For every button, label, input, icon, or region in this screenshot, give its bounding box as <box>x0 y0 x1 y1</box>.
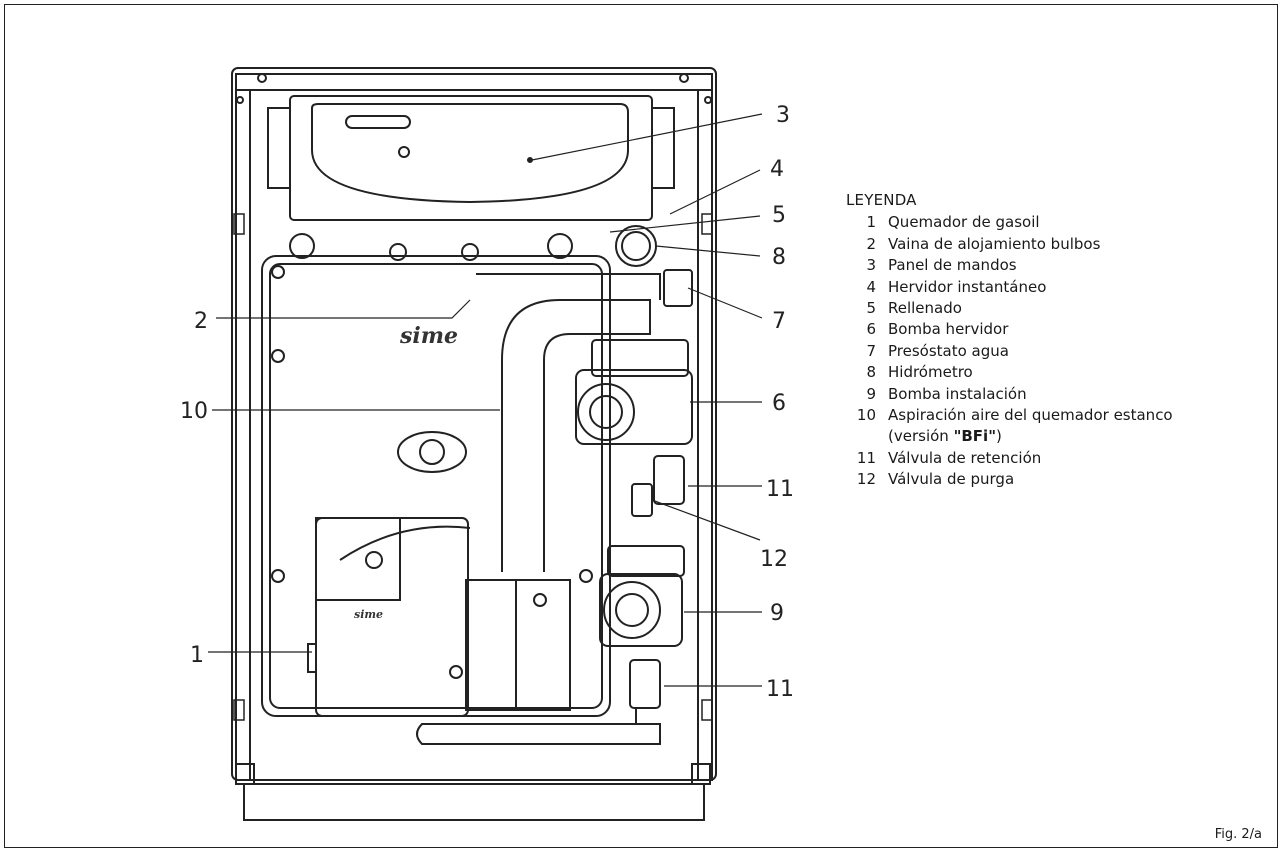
callout-10: 10 <box>180 399 208 424</box>
legend-item-text: Presóstato agua <box>888 341 1009 360</box>
leader-4 <box>669 169 761 215</box>
legend-title: LEYENDA <box>846 191 917 209</box>
leader-8 <box>655 245 761 257</box>
legend-item-number: 4 <box>866 277 876 296</box>
legend-item-number: 1 <box>866 213 876 232</box>
purge-valve <box>631 483 653 517</box>
legend-item: 4 Hervidor instantáneo <box>846 277 1173 298</box>
legend-item-text: Aspiración aire del quemador estanco <box>888 406 1173 425</box>
legend-item-number: 8 <box>866 363 876 382</box>
figure-frame <box>4 4 1278 848</box>
callout-12: 12 <box>760 547 788 572</box>
leader-lines <box>208 113 763 687</box>
callout-3: 3 <box>776 103 790 128</box>
callout-11a: 11 <box>766 477 794 502</box>
legend-item-text: Válvula de retención <box>888 448 1042 467</box>
legend-item-number: 11 <box>856 448 876 467</box>
legend-item: 5 Rellenado <box>846 298 1173 319</box>
legend-item-number: 10 <box>856 406 876 425</box>
burner <box>307 517 571 717</box>
figure-label: Fig. 2/a <box>1214 827 1262 842</box>
legend-item-10-continuation: (versión "BFi") <box>888 427 1002 446</box>
leader-7 <box>687 287 763 319</box>
legend-item: 12 Válvula de purga <box>846 469 1173 490</box>
legend-items-after: 11 Válvula de retención 12 Válvula de purga <box>846 448 1173 491</box>
legend-item: 1 Quemador de gasoil <box>846 212 1173 233</box>
leader-5 <box>609 215 761 233</box>
legend-item-text: Bomba hervidor <box>888 320 1009 339</box>
legend-item-number: 7 <box>866 341 876 360</box>
legend-item-text: Bomba instalación <box>888 384 1027 403</box>
check-valve-upper <box>653 455 685 505</box>
legend-item: 6 Bomba hervidor <box>846 319 1173 340</box>
bfi-version: "BFi" <box>953 427 997 446</box>
legend-item-text: Rellenado <box>888 299 962 318</box>
boiler-pump <box>575 339 693 445</box>
legend-item-text: Hidrómetro <box>888 363 973 382</box>
legend-item: 10 Aspiración aire del quemador estanco <box>846 405 1173 426</box>
legend-item: 8 Hidrómetro <box>846 362 1173 383</box>
legend-item-number: 5 <box>866 299 876 318</box>
legend-item-number: 12 <box>856 470 876 489</box>
boiler-body <box>261 233 611 717</box>
legend-item-text: Vaina de alojamiento bulbos <box>888 234 1101 253</box>
legend-item-number: 3 <box>866 256 876 275</box>
installation-pump <box>599 545 685 647</box>
callout-7: 7 <box>772 309 786 334</box>
hydrometer <box>615 225 657 267</box>
callout-4: 4 <box>770 157 784 182</box>
legend-items: 1 Quemador de gasoil 2 Vaina de alojamiento… <box>846 212 1173 426</box>
callout-1: 1 <box>190 643 204 668</box>
boiler-casing <box>231 67 717 821</box>
legend-item-number: 9 <box>866 384 876 403</box>
legend-item-number: 6 <box>866 320 876 339</box>
legend-item: 2 Vaina de alojamiento bulbos <box>846 234 1173 255</box>
legend-item-text: Hervidor instantáneo <box>888 277 1047 296</box>
legend-item: 3 Panel de mandos <box>846 255 1173 276</box>
callout-2: 2 <box>194 309 208 334</box>
legend: LEYENDA 1 Quemador de gasoil 2 Vaina de alo… <box>846 190 1173 491</box>
legend-item-number: 2 <box>866 234 876 253</box>
callout-5: 5 <box>772 203 786 228</box>
callout-11b: 11 <box>766 677 794 702</box>
panel-logo: sime <box>399 323 458 349</box>
callout-6: 6 <box>772 391 786 416</box>
leader-3 <box>531 113 763 161</box>
legend-item-text: Panel de mandos <box>888 256 1017 275</box>
legend-item-text: Quemador de gasoil <box>888 213 1040 232</box>
legend-item: 7 Presóstato agua <box>846 341 1173 362</box>
water-pressure-switch <box>663 269 693 307</box>
callout-8: 8 <box>772 245 786 270</box>
control-panel <box>267 95 675 221</box>
callout-9: 9 <box>770 601 784 626</box>
legend-item: 11 Válvula de retención <box>846 448 1173 469</box>
leader-12 <box>651 499 761 541</box>
legend-item: 9 Bomba instalación <box>846 384 1173 405</box>
leader-2 <box>216 299 471 319</box>
legend-item-text: Válvula de purga <box>888 470 1015 489</box>
burner-logo: sime <box>354 608 383 621</box>
air-intake-duct <box>476 273 661 572</box>
check-valve-lower <box>629 659 661 709</box>
return-pipe <box>416 708 661 745</box>
